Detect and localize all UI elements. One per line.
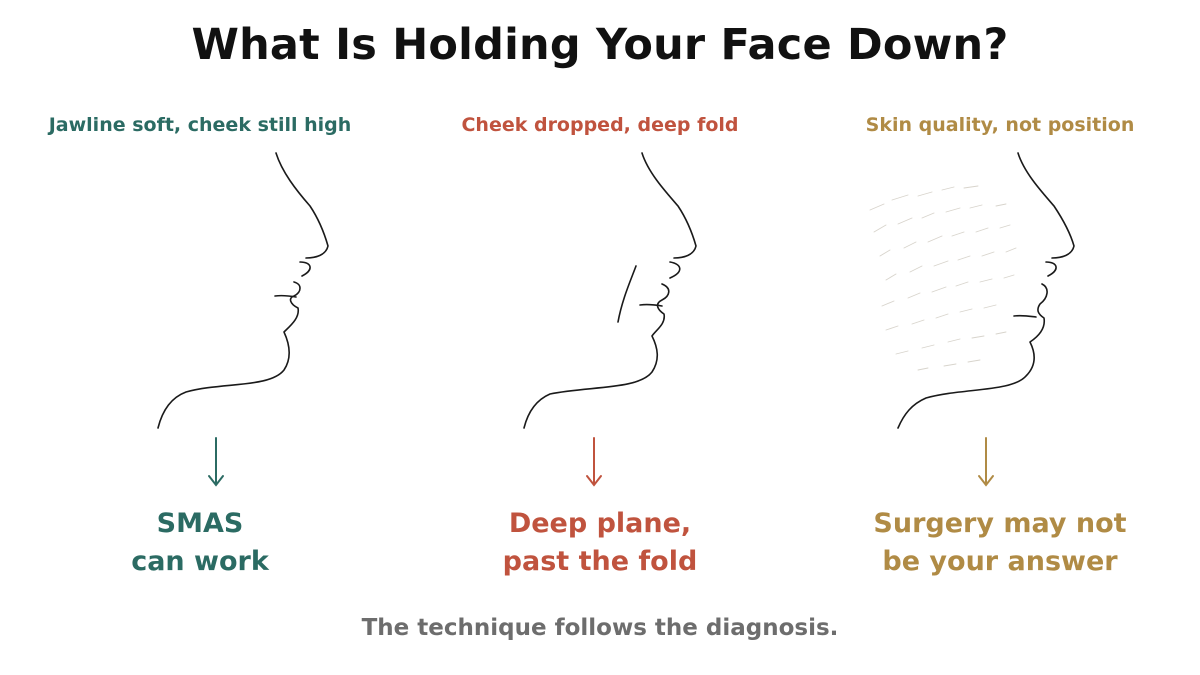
mouth-line <box>639 303 663 307</box>
panel-skin-quality: Skin quality, not position <box>800 0 1200 675</box>
verdict-line: can work <box>131 546 269 577</box>
verdict-line: past the fold <box>502 546 698 577</box>
face-profile-illustration <box>157 152 329 429</box>
footer-caption: The technique follows the diagnosis. <box>361 615 839 641</box>
mouth-line <box>1013 314 1037 318</box>
skin-texture-strokes <box>869 185 1017 371</box>
verdict-line: Deep plane, <box>508 508 692 539</box>
verdict-line: be your answer <box>882 546 1118 577</box>
panel-smas: Jawline soft, cheek still high SMAS can … <box>0 0 400 675</box>
verdict-text: Deep plane, past the fold <box>400 505 800 581</box>
face-profile-outline <box>897 152 1075 429</box>
face-profile-outline <box>523 152 697 429</box>
panel-subtitle: Jawline soft, cheek still high <box>48 114 352 136</box>
down-arrow-icon <box>586 437 602 487</box>
page-title: What Is Holding Your Face Down? <box>191 20 1009 70</box>
down-arrow-icon <box>208 437 224 487</box>
down-arrow-icon <box>978 437 994 487</box>
face-profile-illustration <box>869 152 1075 429</box>
face-profile-illustration <box>523 152 697 429</box>
verdict-line: Surgery may not <box>873 508 1127 539</box>
panel-subtitle: Cheek dropped, deep fold <box>461 114 739 136</box>
face-profile-outline <box>157 152 329 429</box>
verdict-text: SMAS can work <box>0 505 400 581</box>
mouth-line <box>274 294 297 298</box>
verdict-text: Surgery may not be your answer <box>800 505 1200 581</box>
verdict-line: SMAS <box>156 508 244 539</box>
panel-deep-plane: Cheek dropped, deep fold Deep plane, pas… <box>400 0 800 675</box>
panel-subtitle: Skin quality, not position <box>865 114 1135 136</box>
nasolabial-fold-line <box>617 265 637 323</box>
